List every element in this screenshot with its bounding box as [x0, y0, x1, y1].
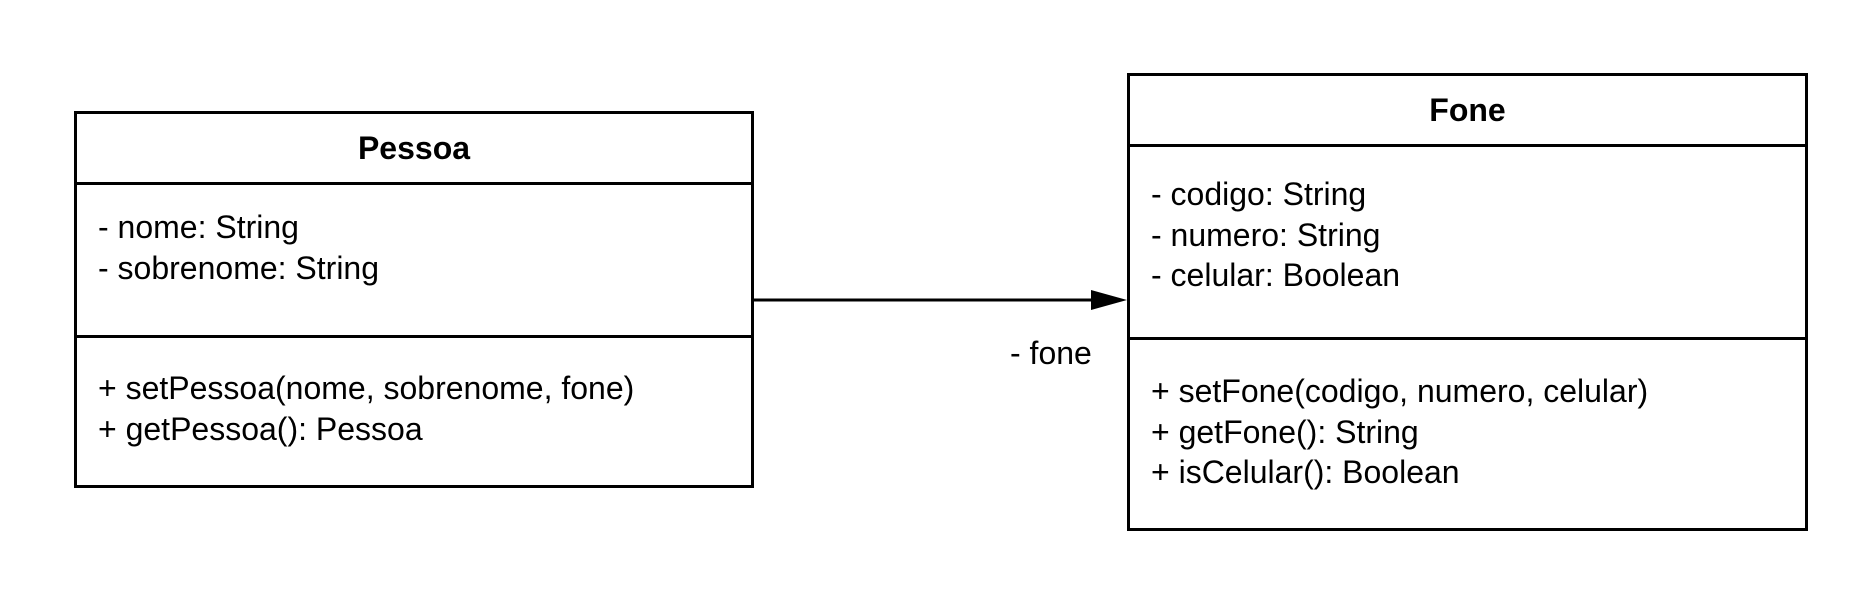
methods-section-fone: + setFone(codigo, numero, celular) + get… [1130, 340, 1805, 493]
method-get-fone: + getFone(): String [1151, 413, 1419, 450]
class-pessoa: Pessoa - nome: String - sobrenome: Strin… [74, 111, 754, 488]
attribute-sobrenome: - sobrenome: String [98, 249, 380, 286]
method-set-fone: + setFone(codigo, numero, celular) [1151, 373, 1649, 409]
attribute-numero: - numero: String [1151, 216, 1381, 253]
method-is-celular: + isCelular(): Boolean [1151, 454, 1460, 490]
class-fone: Fone - codigo: String - numero: String -… [1127, 73, 1808, 531]
attribute-codigo: - codigo: String [1151, 176, 1367, 212]
class-name-fone: Fone [1130, 76, 1805, 147]
method-get-pessoa: + getPessoa(): Pessoa [98, 410, 423, 447]
method-set-pessoa: + setPessoa(nome, sobrenome, fone) [98, 370, 635, 406]
attributes-section-pessoa: - nome: String - sobrenome: String [77, 185, 751, 338]
arrowhead-icon [1091, 290, 1127, 310]
attribute-celular: - celular: Boolean [1151, 257, 1401, 293]
attribute-nome: - nome: String [98, 209, 299, 245]
class-name-pessoa: Pessoa [77, 114, 751, 185]
attributes-section-fone: - codigo: String - numero: String - celu… [1130, 147, 1805, 340]
methods-section-pessoa: + setPessoa(nome, sobrenome, fone) + get… [77, 338, 751, 449]
association-role-label: - fone [1010, 335, 1092, 371]
